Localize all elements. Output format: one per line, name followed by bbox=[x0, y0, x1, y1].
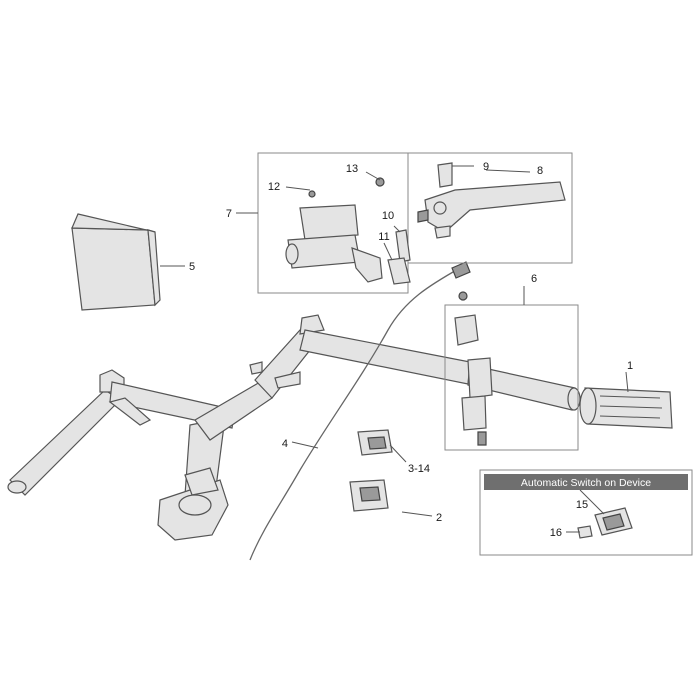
switch-3-14 bbox=[357, 429, 393, 456]
label-part-15: 15 bbox=[576, 499, 588, 511]
switch-housing bbox=[454, 291, 493, 446]
label-part-10: 10 bbox=[382, 210, 394, 222]
switch-2 bbox=[349, 479, 389, 512]
master-cylinder bbox=[285, 177, 385, 283]
label-part-4: 4 bbox=[282, 438, 288, 450]
label-part-11: 11 bbox=[378, 231, 389, 243]
label-part-1: 1 bbox=[627, 360, 633, 372]
leader-lines bbox=[160, 165, 629, 533]
label-part-9: 9 bbox=[483, 161, 489, 173]
inset-frame bbox=[479, 469, 693, 556]
handlebar-grip bbox=[579, 387, 673, 429]
inset-banner bbox=[484, 474, 688, 490]
brake-lever bbox=[417, 162, 566, 239]
bolts-10-11 bbox=[387, 229, 411, 285]
fork-pivot bbox=[157, 467, 229, 541]
brake-cable bbox=[249, 267, 461, 561]
label-part-16: 16 bbox=[550, 527, 562, 539]
group-frame-6 bbox=[444, 304, 579, 451]
label-part-5: 5 bbox=[189, 261, 195, 273]
label-part-8: 8 bbox=[537, 165, 543, 177]
document-pouch bbox=[71, 213, 161, 311]
inset-title: Automatic Switch on Device bbox=[521, 477, 651, 489]
part-labels: 1 2 3-14 4 5 6 7 8 9 10 11 12 13 15 16 bbox=[189, 161, 633, 539]
label-part-13: 13 bbox=[346, 163, 358, 175]
handlebar-frame bbox=[7, 314, 581, 496]
label-part-6: 6 bbox=[531, 273, 537, 285]
label-part-12: 12 bbox=[268, 181, 280, 193]
cable-end-fitting bbox=[451, 261, 471, 279]
label-part-3-14: 3-14 bbox=[408, 463, 430, 475]
auto-switch-device bbox=[577, 507, 633, 539]
label-part-7: 7 bbox=[226, 208, 232, 220]
group-frame-8 bbox=[407, 152, 573, 264]
label-part-2: 2 bbox=[436, 512, 442, 524]
